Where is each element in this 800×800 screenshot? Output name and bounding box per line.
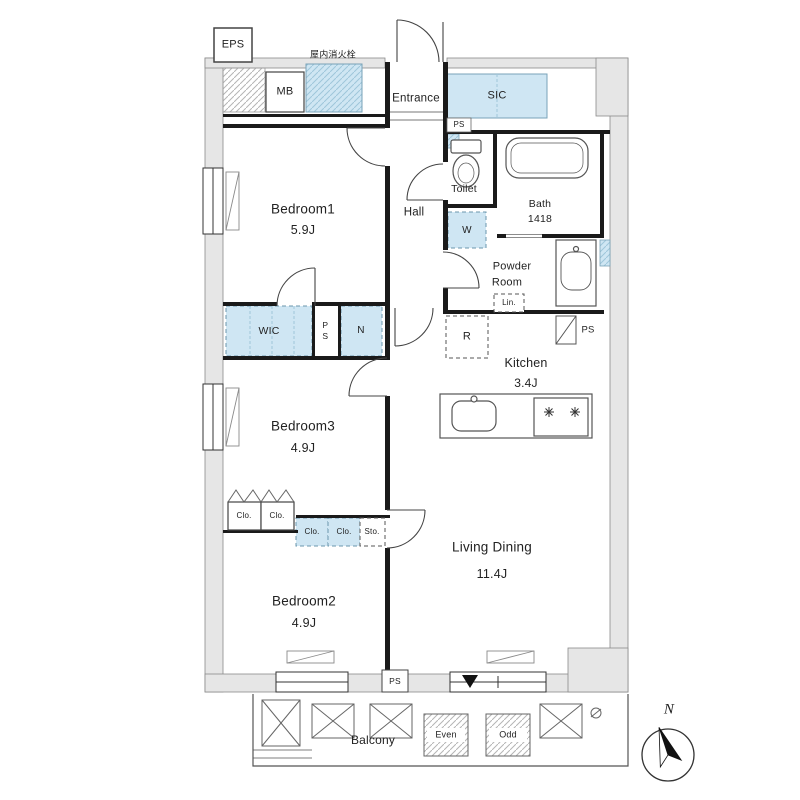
kitchen-size-label: 3.4J (514, 376, 538, 390)
linen-label: Lin. (502, 298, 516, 307)
balcony-label: Balcony (350, 733, 396, 747)
powder-room-label-2: Room (491, 276, 523, 289)
entrance-label: Entrance (392, 92, 440, 105)
bedroom1-name-label: Bedroom1 (271, 201, 335, 217)
kitchen-name-label: Kitchen (504, 355, 548, 370)
balcony-outline (252, 694, 629, 767)
bedroom1-size-label: 5.9J (290, 222, 316, 237)
compass-icon (641, 727, 695, 782)
ps-right-label: PS (581, 324, 595, 336)
bifold-door-icons (227, 489, 295, 503)
compass-north-label: N (663, 701, 675, 718)
mb-box (265, 71, 305, 113)
n-closet-area (340, 305, 383, 357)
washer-space (447, 211, 487, 249)
bedroom3-size-label: 4.9J (290, 440, 316, 455)
window-symbols (225, 171, 535, 664)
bedroom2-size-label: 4.9J (291, 615, 317, 630)
linen-cabinet (493, 293, 525, 313)
kitchen-sink (451, 400, 497, 432)
n-closet-label: N (357, 325, 365, 336)
stove-burner-icons (544, 407, 580, 417)
parking-even-label: Even (435, 729, 457, 740)
interior-walls (223, 62, 610, 672)
bedroom2-name-label: Bedroom2 (272, 593, 336, 609)
eps-label: EPS (221, 38, 245, 51)
living-name-label: Living Dining (452, 539, 532, 555)
ps-bottom-box (381, 669, 409, 693)
highlighted-areas (225, 63, 611, 547)
parking-odd-label: Odd (499, 729, 517, 740)
ps-mid-label: PS (320, 320, 331, 342)
ps-bottom-label: PS (389, 675, 401, 686)
powder-room-label-1: Powder (492, 260, 532, 273)
living-size-label: 11.4J (476, 566, 508, 581)
door-swing-icons (276, 19, 480, 549)
stove (533, 397, 589, 437)
entry-marker (462, 675, 478, 688)
fridge-space (445, 315, 489, 359)
mb-label: MB (276, 85, 294, 98)
shaft-hatch (222, 67, 266, 113)
hall-label: Hall (403, 206, 425, 219)
ps-shaft-right (555, 315, 577, 345)
mirror-cabinet (599, 239, 611, 267)
wic-area (225, 305, 313, 357)
ps-entrance-label: PS (453, 120, 465, 129)
bath-size-label: 1418 (527, 212, 553, 225)
toilet-tank (450, 139, 482, 154)
parking-position-boxes (423, 713, 531, 757)
clo4-label: Clo. (336, 527, 352, 536)
storage-cell (359, 517, 386, 547)
closet-row-bedroom3 (227, 501, 295, 531)
fridge-label: R (462, 330, 472, 343)
wic-label: WIC (258, 324, 280, 337)
clo3-label: Clo. (304, 527, 320, 536)
eps-box (213, 27, 253, 63)
sic-label: SIC (487, 89, 507, 102)
fire-hydrant-label: 屋内消火栓 (309, 49, 357, 60)
windows (202, 167, 547, 693)
clo1-label: Clo. (236, 511, 252, 520)
entrance-step (390, 111, 443, 121)
fixtures (439, 137, 597, 439)
bath-name-label: Bath (528, 197, 552, 210)
storage-label: Sto. (364, 527, 380, 536)
washer-label: W (462, 225, 472, 236)
clo2-label: Clo. (269, 511, 285, 520)
fire-hydrant-box (305, 63, 363, 113)
dashed-fixtures (359, 293, 525, 547)
toilet-label: Toilet (451, 182, 477, 195)
bath-door (506, 232, 542, 240)
ps-entrance-box (446, 117, 472, 133)
bedroom3-name-label: Bedroom3 (271, 418, 335, 434)
balcony-equipment (261, 699, 602, 747)
